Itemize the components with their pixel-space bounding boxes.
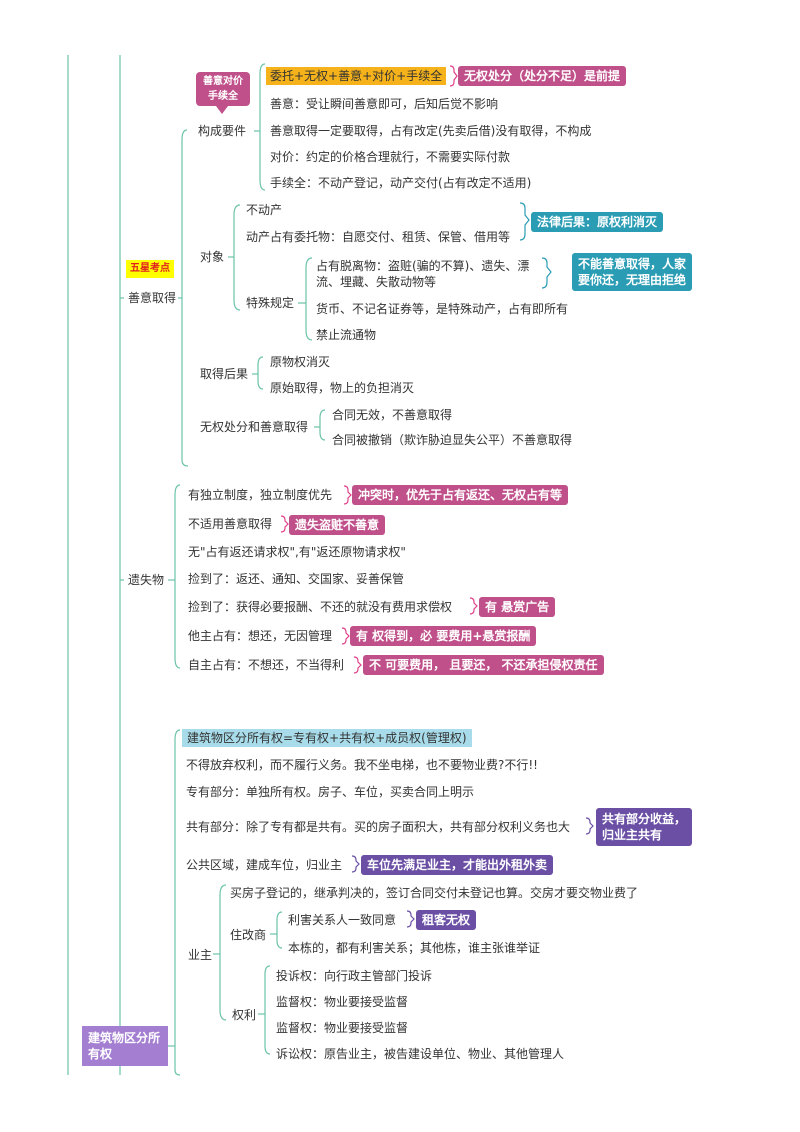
tag-tenant: 租客无权 <box>416 910 477 930</box>
callout-text: 善意对价 手续全 <box>203 76 243 102</box>
special-item-3: 禁止流通物 <box>316 328 377 342</box>
lost-item-6: 自主占有：不想还，不当得利 <box>188 658 345 672</box>
lost-tag-2: 有 悬赏广告 <box>479 597 556 617</box>
result-item-1: 原始取得，物上的负担消灭 <box>270 381 415 395</box>
lost-tag-3: 有 权得到，必 要费用+悬赏报酬 <box>350 626 537 646</box>
building-item-0: 建筑物区分所有权=专有权+共有权+成员权(管理权) <box>182 729 472 747</box>
special-item-2: 货币、不记名证券等，是特殊动产，占有即所有 <box>316 302 569 316</box>
building-item-3: 共有部分：除了专有都是共有。买的房子面积大，共有部分权利义务也大 <box>186 820 571 834</box>
tag-unauth-disposal: 无权处分（处分不足）是前提 <box>458 66 627 86</box>
constitution-item-1: 善意：受让瞬间善意即可，后知后觉不影响 <box>270 97 499 111</box>
node-result: 取得后果 <box>200 367 249 381</box>
node-owner: 业主 <box>188 948 213 962</box>
unauth-item-0: 合同无效，不善意取得 <box>332 408 453 422</box>
constitution-item-3: 对价：约定的价格合理就行，不需要实际付款 <box>270 150 511 164</box>
node-lost-property: 遗失物 <box>128 573 165 587</box>
constitution-item-4: 手续全：不动产登记，动产交付(占有改定不适用) <box>270 176 532 190</box>
reno-item-1: 本栋的，都有利害关系；其他栋，谁主张谁举证 <box>288 941 541 955</box>
node-constitution: 构成要件 <box>198 124 247 138</box>
lost-item-2: 无"占有返还请求权",有"返还原物请求权" <box>188 545 406 559</box>
building-item-2: 专有部分：单独所有权。房子、车位，买卖合同上明示 <box>186 785 475 799</box>
rights-item-2: 监督权：物业要接受监督 <box>276 1021 409 1035</box>
lost-tag-4: 不 可要费用， 且要还， 不还承担侵权责任 <box>363 655 604 675</box>
node-object: 对象 <box>200 250 225 264</box>
node-rights: 权利 <box>232 1008 257 1022</box>
tag-legal-consequence: 法律后果：原权利消灭 <box>531 212 664 232</box>
node-special: 特殊规定 <box>246 296 295 310</box>
special-item-1: 占有脱离物：盗赃(骗的不算)、遗失、漂 流、埋藏、失散动物等 <box>316 259 530 289</box>
lost-item-0: 有独立制度，独立制度优先 <box>188 488 333 502</box>
node-good-faith: 善意取得 <box>128 291 177 305</box>
star-badge: 五星考点 <box>126 260 174 278</box>
lost-item-4: 捡到了：获得必要报酬、不还的就没有费用求偿权 <box>188 600 453 614</box>
node-unauth: 无权处分和善意取得 <box>200 420 309 434</box>
lost-item-5: 他主占有：想还，无因管理 <box>188 629 333 643</box>
rights-item-0: 投诉权：向行政主管部门投诉 <box>276 969 433 983</box>
node-reno: 住改商 <box>230 928 267 942</box>
building-item-1: 不得放弃权利，而不履行义务。我不坐电梯，也不要物业费?不行!! <box>186 758 538 772</box>
tag-parking: 车位先满足业主，才能出外租外卖 <box>361 855 554 875</box>
lost-item-3: 捡到了：返还、通知、交国家、妥善保管 <box>188 572 405 586</box>
rights-item-1: 监督权：物业要接受监督 <box>276 995 409 1009</box>
lost-tag-0: 冲突时，优先于占有返还、无权占有等 <box>352 485 569 505</box>
rights-item-3: 诉讼权：原告业主，被告建设单位、物业、其他管理人 <box>276 1047 565 1061</box>
result-item-0: 原物权消灭 <box>270 355 331 369</box>
constitution-item-0: 委托+无权+善意+对价+手续全 <box>266 67 447 85</box>
callout-good-faith-conditions: 善意对价 手续全 <box>196 72 250 114</box>
reno-item-0: 利害关系人一致同意 <box>288 913 397 927</box>
unauth-item-1: 合同被撤销（欺诈胁迫显失公平）不善意取得 <box>332 433 573 447</box>
owner-first: 买房子登记的，继承判决的，签订合同交付未登记也算。交房才要交物业费了 <box>230 886 639 900</box>
constitution-item-2: 善意取得一定要取得，占有改定(先卖后借)没有取得，不构成 <box>270 124 592 138</box>
root-building-ownership: 建筑物区分所有权 <box>82 1026 168 1066</box>
tag-no-good-faith: 不能善意取得，人家 要你还，无理由拒绝 <box>572 253 693 291</box>
lost-item-1: 不适用善意取得 <box>188 517 273 531</box>
tag-common-revenue: 共有部分收益， 归业主共有 <box>596 808 693 846</box>
object-item-0: 不动产 <box>246 203 283 217</box>
lost-tag-1: 遗失盗赃不善意 <box>289 515 386 535</box>
object-item-1: 动产占有委托物：自愿交付、租赁、保管、借用等 <box>246 230 511 244</box>
building-item-4: 公共区域，建成车位，归业主 <box>186 858 343 872</box>
